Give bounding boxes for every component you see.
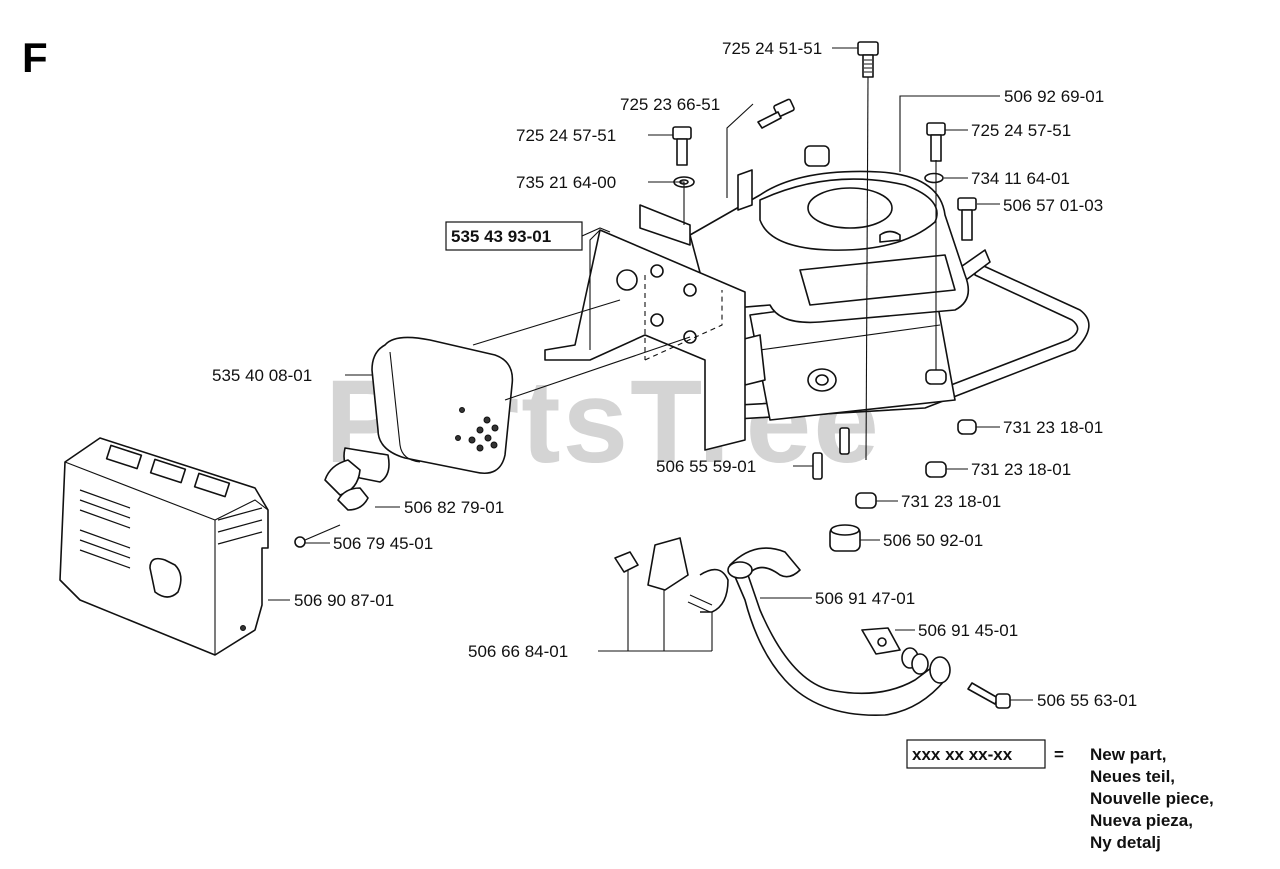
callout-734-11-64-01: 734 11 64-01 bbox=[971, 169, 1070, 188]
legend-sample: xxx xx xx-xx bbox=[912, 745, 1013, 764]
callout-731-23-18-01-c: 731 23 18-01 bbox=[901, 492, 1001, 511]
screw-506-79-45-01 bbox=[294, 524, 341, 548]
legend-line-4: Nueva pieza, bbox=[1090, 811, 1193, 830]
legend: xxx xx xx-xx = New part, Neues teil, Nou… bbox=[906, 739, 1214, 852]
bolt-725-24-57-51-right bbox=[926, 122, 946, 162]
muffler bbox=[324, 336, 514, 511]
bolt-506-57-01-03 bbox=[957, 197, 977, 241]
callout-535-43-93-01: 535 43 93-01 bbox=[451, 227, 551, 246]
callout-506-57-01-03: 506 57 01-03 bbox=[1003, 196, 1103, 215]
section-letter: F bbox=[22, 34, 48, 81]
spacer-engine-mount bbox=[925, 369, 947, 385]
callout-506-82-79-01: 506 82 79-01 bbox=[404, 498, 504, 517]
clamp-parts bbox=[614, 537, 729, 613]
callout-506-91-45-01: 506 91 45-01 bbox=[918, 621, 1018, 640]
bushing-506-50-92-01 bbox=[829, 524, 861, 552]
legend-line-3: Nouvelle piece, bbox=[1090, 789, 1214, 808]
callout-506-79-45-01: 506 79 45-01 bbox=[333, 534, 433, 553]
callout-506-50-92-01: 506 50 92-01 bbox=[883, 531, 983, 550]
callout-506-66-84-01: 506 66 84-01 bbox=[468, 642, 568, 661]
callout-731-23-18-01-b: 731 23 18-01 bbox=[971, 460, 1071, 479]
callout-506-91-47-01: 506 91 47-01 bbox=[815, 589, 915, 608]
callout-735-21-64-00: 735 21 64-00 bbox=[516, 173, 616, 192]
gasket-506-91-45-01 bbox=[861, 627, 901, 655]
legend-line-5: Ny detalj bbox=[1090, 833, 1161, 852]
callout-506-55-59-01: 506 55 59-01 bbox=[656, 457, 756, 476]
callout-725-24-51-51: 725 24 51-51 bbox=[722, 39, 822, 58]
bolt-725-24-57-51-left bbox=[672, 126, 692, 166]
legend-equals: = bbox=[1054, 745, 1064, 764]
callout-535-40-08-01: 535 40 08-01 bbox=[212, 366, 312, 385]
muffler-holes bbox=[455, 407, 499, 452]
flange-nut bbox=[901, 647, 929, 675]
new-part-box-535-43-93-01 bbox=[445, 221, 583, 251]
legend-line-2: Neues teil, bbox=[1090, 767, 1175, 786]
bolt-725-23-66-51 bbox=[757, 98, 795, 129]
callout-506-92-69-01: 506 92 69-01 bbox=[1004, 87, 1104, 106]
spacer-731-23-18-01-b bbox=[925, 461, 947, 478]
callout-506-55-63-01: 506 55 63-01 bbox=[1037, 691, 1137, 710]
washer-734-11-64-01 bbox=[924, 172, 944, 184]
spacer-731-23-18-01-a bbox=[957, 419, 977, 435]
exhaust-pipe bbox=[727, 547, 951, 717]
callout-725-24-57-51-left: 725 24 57-51 bbox=[516, 126, 616, 145]
leader-lines bbox=[268, 47, 1033, 701]
muffler-guard bbox=[59, 437, 269, 656]
legend-line-1: New part, bbox=[1090, 745, 1167, 764]
pin-506-55-59-01 bbox=[812, 427, 850, 480]
long-bolt-shaft bbox=[865, 76, 869, 461]
guard-vent-grid bbox=[79, 489, 263, 569]
spacer-731-23-18-01-c bbox=[855, 492, 877, 509]
callout-725-24-57-51-right: 725 24 57-51 bbox=[971, 121, 1071, 140]
bolt-725-24-51-51 bbox=[857, 41, 879, 78]
engine-shroud bbox=[689, 145, 970, 324]
callout-731-23-18-01-a: 731 23 18-01 bbox=[1003, 418, 1103, 437]
engine-bracket-plate bbox=[544, 204, 746, 451]
legend-sample-box bbox=[906, 739, 1046, 769]
callout-labels: 725 24 51-51 725 23 66-51 725 24 57-51 7… bbox=[212, 39, 1137, 710]
callout-506-90-87-01: 506 90 87-01 bbox=[294, 591, 394, 610]
bolt-506-55-63-01 bbox=[967, 682, 1011, 709]
callout-725-23-66-51: 725 23 66-51 bbox=[620, 95, 720, 114]
